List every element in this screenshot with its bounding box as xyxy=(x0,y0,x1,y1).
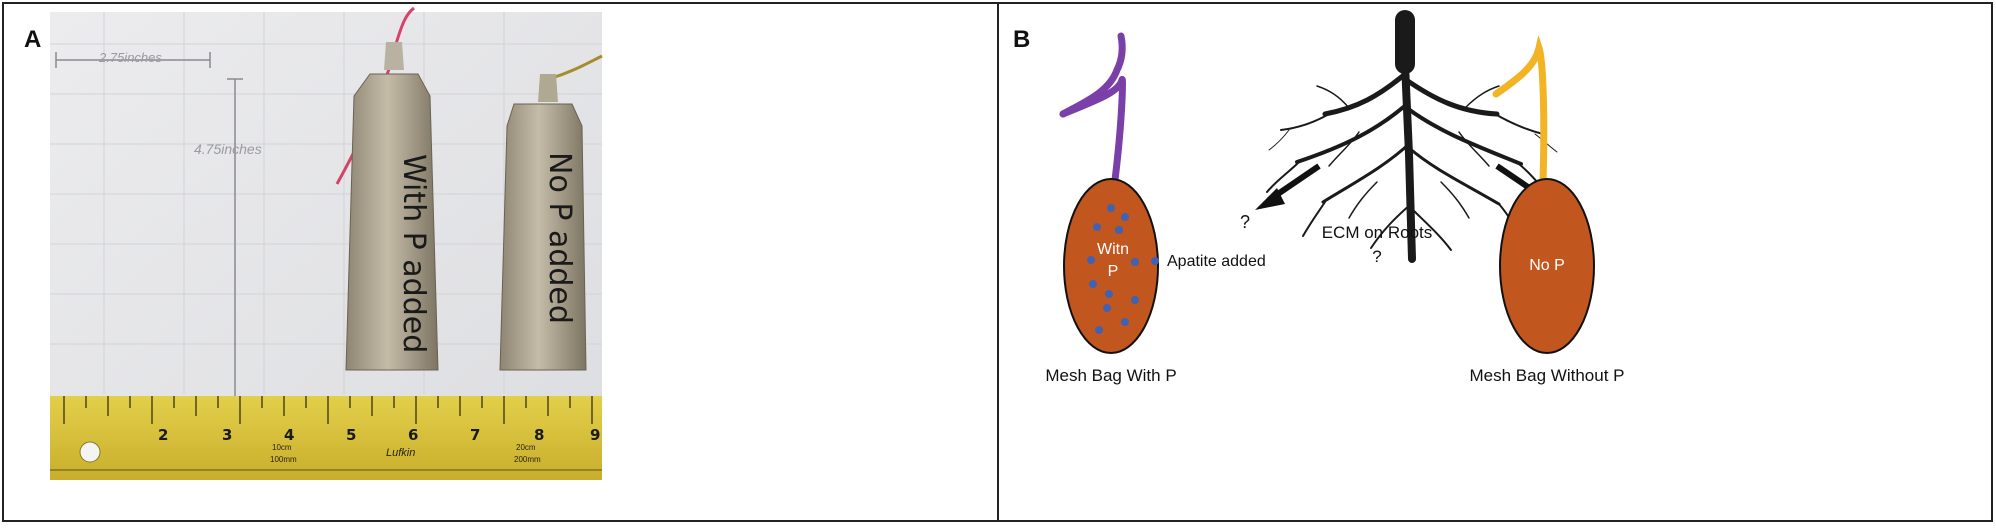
mesh-bag-no-p: No P xyxy=(1492,34,1595,354)
bag-no-p-text: No P xyxy=(1529,257,1565,274)
caption-with-p: Mesh Bag With P xyxy=(1045,366,1176,385)
left-question: ? xyxy=(1240,212,1250,232)
height-measure-text: 4.75inches xyxy=(194,141,262,157)
ruler-brand: Lufkin xyxy=(386,447,415,459)
caption-without-p: Mesh Bag Without P xyxy=(1470,366,1625,385)
ruler-number: 6 xyxy=(408,426,418,444)
panel-b-label: B xyxy=(1013,26,1031,53)
bag-with-p: With P added xyxy=(345,42,439,371)
ruler: 2 3 4 5 6 7 8 9 Lufkin 10cm 100mm 20cm 2… xyxy=(50,396,602,480)
panel-a-label: A xyxy=(24,26,42,53)
ruler-number: 9 xyxy=(590,426,600,444)
ruler-number: 5 xyxy=(346,426,356,444)
bag-with-p-text-line1: Witn xyxy=(1097,241,1129,258)
width-measure-line xyxy=(55,52,211,68)
ruler-hole xyxy=(79,441,101,463)
legend-dot-icon xyxy=(1151,257,1159,265)
width-measure-text: 2.75inches xyxy=(98,50,162,65)
root-system-icon xyxy=(1266,10,1558,263)
bag-with-p-label: With P added xyxy=(396,154,431,353)
mesh-bag-with-p: Witn P xyxy=(1059,32,1159,354)
ruler-number: 4 xyxy=(284,426,294,444)
bag-no-p-label: No P added xyxy=(542,152,577,324)
bag-no-p-oval xyxy=(1499,178,1595,354)
ruler-number: 8 xyxy=(534,426,544,444)
ruler-number: 7 xyxy=(470,426,480,444)
panel-a: 2.75inches 4.75inches With P added No P … xyxy=(2,2,999,522)
bag-with-p-text-line2: P xyxy=(1108,263,1119,280)
ruler-mm-label: 10cm xyxy=(272,443,292,452)
ruler-number: 3 xyxy=(222,426,232,444)
root-question: ? xyxy=(1372,247,1381,266)
arrow-left-icon xyxy=(1255,163,1321,210)
legend-apatite-label: Apatite added xyxy=(1167,253,1266,270)
ruler-mm-label: 100mm xyxy=(270,455,297,464)
diagram: ? ? ECM on Roots ? Witn P Apatite added xyxy=(1045,10,1625,385)
ruler-number: 2 xyxy=(158,426,168,444)
ruler-mm-label: 20cm xyxy=(516,443,536,452)
root-label: ECM on Roots xyxy=(1322,223,1433,242)
paper-grid xyxy=(50,12,602,394)
bag-no-p: No P added xyxy=(499,74,587,371)
yellow-string xyxy=(1492,34,1548,186)
apatite-dots xyxy=(1087,204,1139,334)
bag-with-p-oval xyxy=(1063,178,1159,354)
ruler-mm-label: 200mm xyxy=(514,455,541,464)
photo-illustration: 2.75inches 4.75inches With P added No P … xyxy=(50,6,603,480)
panel-b: ? ? ECM on Roots ? Witn P Apatite added xyxy=(997,2,1993,522)
